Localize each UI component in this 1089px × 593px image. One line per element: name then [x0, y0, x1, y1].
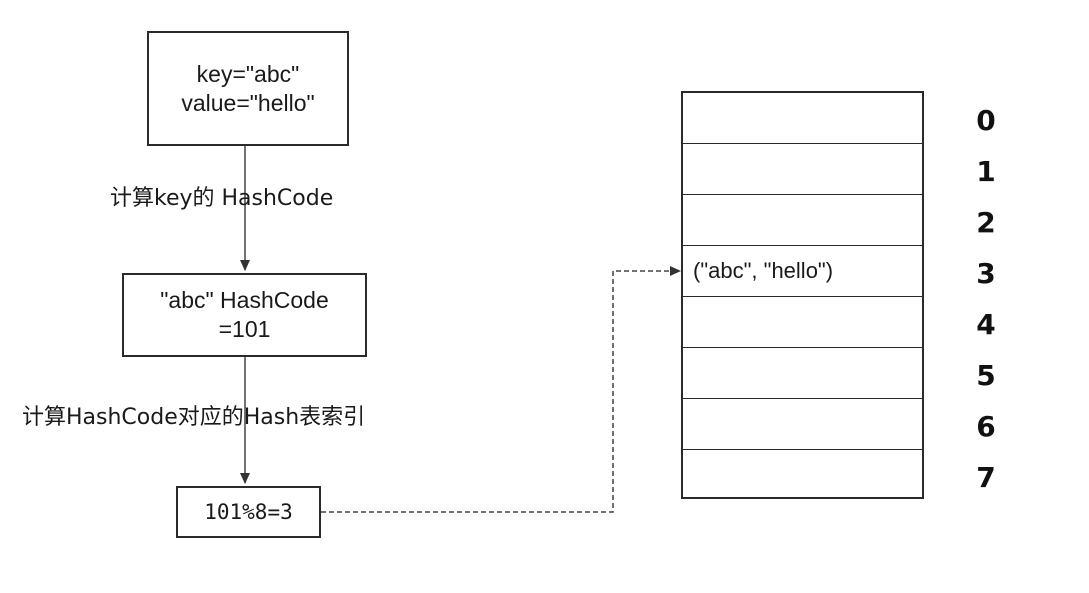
table-row-1 [683, 144, 922, 195]
index-label-2: 2 [976, 206, 996, 239]
hashcode-text: "abc" HashCode [160, 287, 329, 314]
index-label-7: 7 [976, 461, 996, 494]
index-label-3: 3 [976, 257, 996, 290]
step-compute-hashcode-label: 计算key的 HashCode [110, 186, 334, 211]
table-row-0 [683, 93, 922, 144]
table-row-4 [683, 297, 922, 348]
hashcode-box: "abc" HashCode =101 [122, 273, 367, 357]
table-entry-abc-hello: ("abc", "hello") [693, 258, 834, 283]
table-row-3: ("abc", "hello") [683, 246, 922, 297]
index-label-4: 4 [976, 308, 996, 341]
table-row-2 [683, 195, 922, 246]
index-label-1: 1 [976, 155, 996, 188]
index-label-0: 0 [976, 104, 996, 137]
table-row-5 [683, 348, 922, 399]
step-compute-index-label: 计算HashCode对应的Hash表索引 [22, 405, 366, 430]
key-value-box: key="abc" value="hello" [147, 31, 349, 146]
index-label-5: 5 [976, 359, 996, 392]
modulo-text: 101%8=3 [204, 499, 293, 524]
value-text: value="hello" [181, 89, 315, 116]
table-row-7 [683, 450, 922, 497]
table-row-6 [683, 399, 922, 450]
arrow-modulo-to-table [321, 266, 681, 513]
index-label-6: 6 [976, 410, 996, 443]
modulo-box: 101%8=3 [176, 486, 321, 538]
key-text: key="abc" [196, 60, 300, 87]
hash-table: ("abc", "hello") [681, 91, 924, 499]
hashcode-value: =101 [218, 316, 271, 342]
